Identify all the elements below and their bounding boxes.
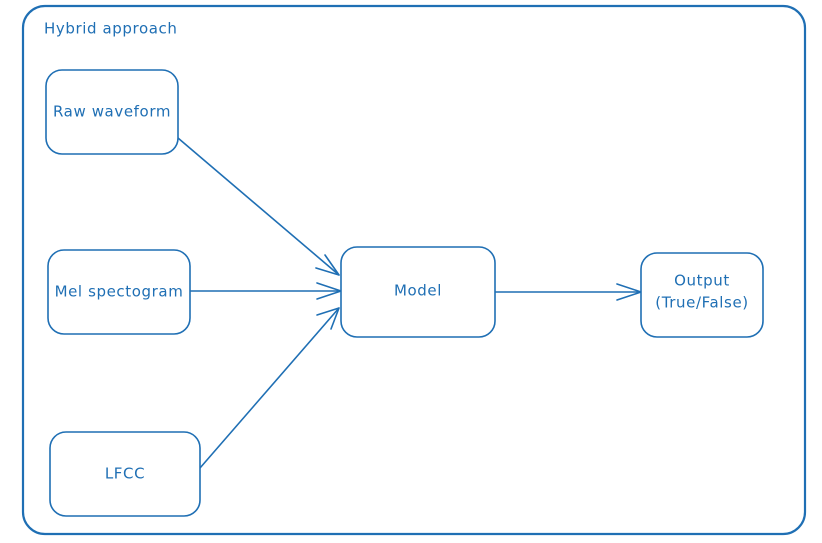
edge-lfcc-to-model	[199, 307, 340, 469]
node-lfcc[interactable]: LFCC	[49, 431, 201, 517]
node-mel-spectogram-shape[interactable]	[47, 249, 191, 335]
node-model-label: Model	[394, 282, 442, 300]
node-lfcc-label: LFCC	[105, 465, 145, 483]
node-raw-waveform-shape[interactable]	[45, 69, 179, 155]
node-model[interactable]: Model	[340, 246, 496, 338]
node-lfcc-shape[interactable]	[49, 431, 201, 517]
edge-model-to-output	[495, 283, 642, 301]
node-raw-waveform[interactable]: Raw waveform	[45, 69, 179, 155]
edge-raw-waveform-to-model	[177, 137, 340, 276]
node-output[interactable]: Output (True/False)	[640, 252, 764, 338]
node-raw-waveform-label: Raw waveform	[53, 103, 171, 121]
node-mel-spectogram-label: Mel spectogram	[55, 283, 184, 301]
node-output-shape[interactable]	[640, 252, 764, 338]
node-output-label-line1: Output	[674, 272, 730, 290]
group-title: Hybrid approach	[44, 20, 178, 38]
node-output-label-line2: (True/False)	[655, 294, 748, 312]
node-model-shape[interactable]	[340, 246, 496, 338]
node-mel-spectogram[interactable]: Mel spectogram	[47, 249, 191, 335]
edge-mel-spectogram-to-model	[190, 282, 342, 300]
